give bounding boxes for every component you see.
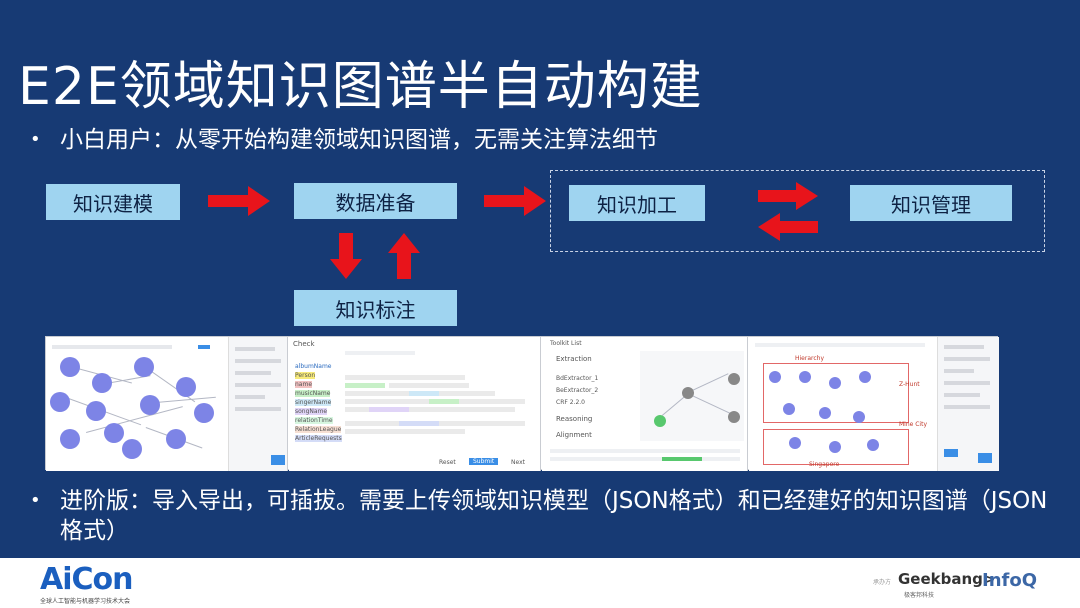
geekbang-logo: Geekbang>. (898, 570, 1002, 588)
tag-label[interactable]: albumName (295, 363, 332, 370)
screenshot-annotation: Check albumName Person name musicName si… (289, 337, 541, 471)
aicon-subtitle: 全球人工智能与机器学习技术大会 (40, 598, 131, 605)
graph-node (60, 357, 80, 377)
graph-node (194, 403, 214, 423)
graph-node (140, 395, 160, 415)
graph-node (134, 357, 154, 377)
graph-node (86, 401, 106, 421)
bullet-dot: • (30, 129, 41, 150)
region-label: Hierarchy (795, 355, 825, 362)
screenshot-toolkit: Toolkit List Extraction BdExtractor_1 Be… (542, 337, 748, 471)
graph-node (60, 429, 80, 449)
bullet-dot: • (30, 490, 41, 511)
organizer-label: 承办方 (873, 579, 892, 586)
tag-label[interactable]: RelationLeague (295, 426, 342, 433)
aicon-logo: AiCon (40, 562, 133, 597)
reset-button[interactable]: Reset (439, 459, 456, 466)
side-panel (937, 337, 999, 471)
toolkit-header: Toolkit List (550, 340, 582, 347)
arrow-right-icon (758, 182, 818, 210)
red-region (763, 363, 909, 423)
properties-panel (228, 337, 287, 471)
bullet-advanced: • 进阶版：导入导出，可插拔。需要上传领域知识模型（JSON格式）和已经建好的知… (30, 486, 1050, 546)
geekbang-subtitle: 极客邦科技 (904, 592, 935, 599)
bullet-beginner: • 小白用户：从零开始构建领域知识图谱，无需关注算法细节 (30, 125, 658, 155)
graph-node (166, 429, 186, 449)
arrow-right-icon (484, 186, 546, 216)
flow-box-prep: 数据准备 (294, 183, 457, 219)
toolkit-item[interactable]: Reasoning (556, 415, 593, 423)
graph-node (92, 373, 112, 393)
toolkit-item[interactable]: BeExtractor_2 (556, 387, 599, 394)
graph-node (104, 423, 124, 443)
tag-label[interactable]: ArticleRequests (295, 435, 342, 442)
submit-button[interactable]: Submit (469, 458, 499, 465)
tag-label[interactable]: singerName (295, 399, 332, 406)
graph-node (176, 377, 196, 397)
slide: E2E领域知识图谱半自动构建 • 小白用户：从零开始构建领域知识图谱，无需关注算… (0, 0, 1080, 558)
region-label: Z-Hunt (899, 381, 920, 388)
arrow-down-icon (330, 233, 362, 279)
slide-title: E2E领域知识图谱半自动构建 (18, 57, 703, 117)
pipeline-canvas (640, 351, 744, 441)
tag-label[interactable]: relationTime (295, 417, 333, 424)
toolkit-item[interactable]: CRF 2.2.0 (556, 399, 585, 406)
flow-box-manage: 知识管理 (850, 185, 1012, 221)
footer: AiCon 全球人工智能与机器学习技术大会 承办方 Geekbang>. 极客邦… (0, 558, 1080, 608)
flow-box-modeling: 知识建模 (46, 184, 180, 220)
flow-box-process: 知识加工 (569, 185, 705, 221)
bullet-text: 进阶版：导入导出，可插拔。需要上传领域知识模型（JSON格式）和已经建好的知识图… (60, 488, 1048, 544)
graph-node (122, 439, 142, 459)
arrow-up-icon (388, 233, 420, 279)
tag-label[interactable]: name (295, 381, 313, 388)
red-region (763, 429, 909, 465)
next-button[interactable]: Next (511, 459, 525, 466)
tag-label[interactable]: songName (295, 408, 328, 415)
graph-node (50, 392, 70, 412)
screenshot-strip: Check albumName Person name musicName si… (45, 336, 999, 471)
toolkit-item[interactable]: Extraction (556, 355, 592, 363)
region-label: Singapore (809, 461, 840, 468)
infoq-logo: InfoQ (982, 570, 1038, 591)
arrow-right-icon (208, 186, 270, 216)
flow-box-annotate: 知识标注 (294, 290, 457, 326)
toolkit-item[interactable]: BdExtractor_1 (556, 375, 599, 382)
region-label: Mine City (899, 421, 928, 428)
screenshot-graph-editor (46, 337, 288, 471)
tag-label[interactable]: musicName (295, 390, 331, 397)
tag-label[interactable]: Person (295, 372, 316, 379)
check-header: Check (293, 340, 315, 348)
arrow-left-icon (758, 213, 818, 241)
bullet-text: 小白用户：从零开始构建领域知识图谱，无需关注算法细节 (60, 127, 658, 153)
toolkit-item[interactable]: Alignment (556, 431, 592, 439)
process-group-outline (550, 170, 1045, 252)
screenshot-knowledge-manager: Hierarchy Z-Hunt Mine City Singapore (749, 337, 999, 471)
